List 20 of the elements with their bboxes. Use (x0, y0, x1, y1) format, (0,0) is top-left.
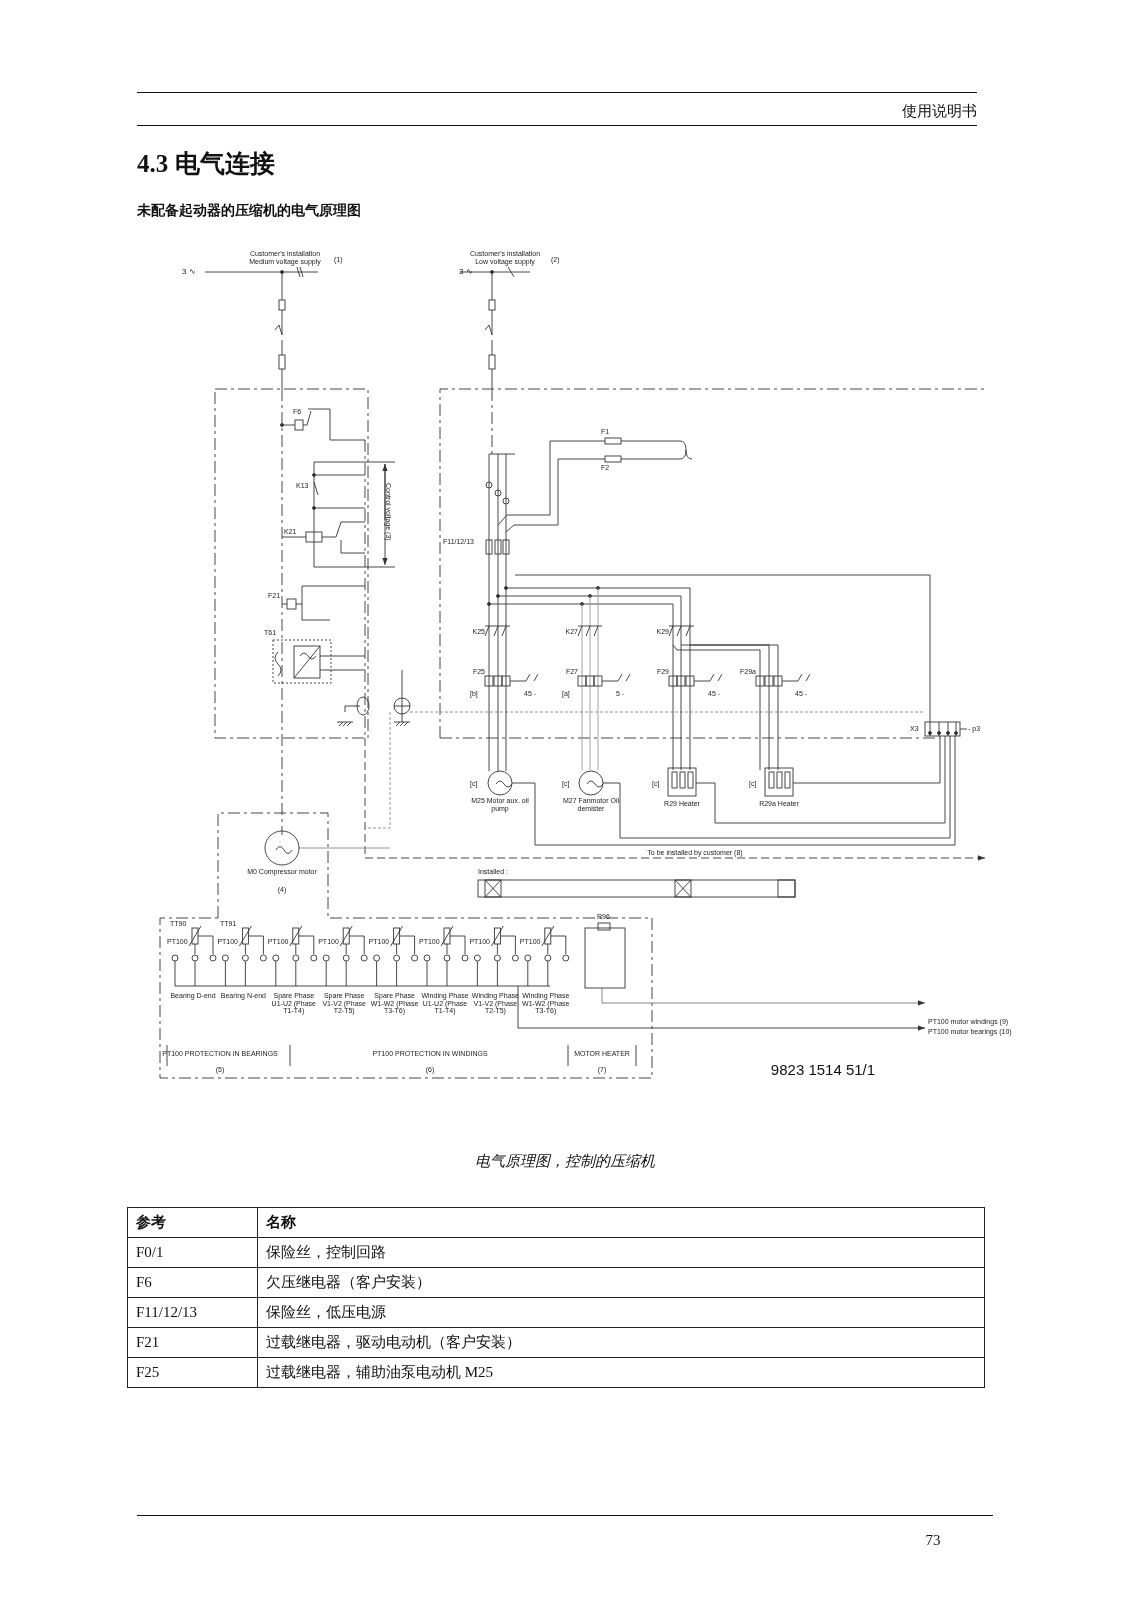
figure-caption: 电气原理图，控制的压缩机 (474, 1153, 656, 1170)
column-header: 名称 (257, 1207, 985, 1238)
figure-subheading: 未配备起动器的压缩机的电气原理图 (137, 203, 362, 219)
running-header: 使用说明书 (901, 103, 977, 120)
description-text: 保险丝，低压电源 (257, 1297, 985, 1328)
section-heading: 4.3 电气连接 (137, 150, 276, 178)
reference-code: F6 (127, 1267, 258, 1298)
description-text: 欠压继电器（客户安装） (257, 1267, 985, 1298)
description-text: 过载继电器，辅助油泵电动机 M25 (257, 1357, 985, 1388)
phase-symbol: 3 ∿ (459, 268, 474, 277)
reference-code: F11/12/13 (127, 1297, 258, 1328)
page-number: 73 (924, 1532, 942, 1549)
reference-code: F25 (127, 1357, 258, 1388)
reference-code: F0/1 (127, 1237, 258, 1268)
drawing-number: 9823 1514 51/1 (769, 1062, 877, 1079)
column-header: 参考 (127, 1207, 258, 1238)
description-text: 过载继电器，驱动电动机（客户安装） (257, 1327, 985, 1358)
reference-code: F21 (127, 1327, 258, 1358)
phase-symbol: 3 ∿ (182, 268, 197, 277)
description-text: 保险丝，控制回路 (257, 1237, 985, 1268)
